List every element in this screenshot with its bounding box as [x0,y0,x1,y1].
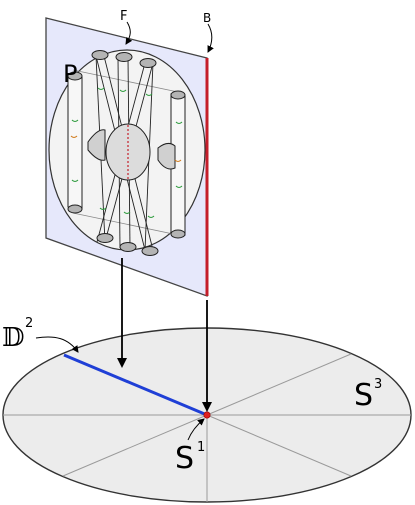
outer-cylinders [67,71,186,239]
projection-arrows [117,258,212,412]
b-pointer-arrow [207,23,214,53]
label-s1: S [175,441,194,476]
disk-center-s1 [203,411,211,419]
label-d2-exp: 2 [25,316,33,331]
top-caps [91,50,157,68]
d2-pointer-arrow [35,336,79,353]
label-s1-exp: 1 [197,440,205,455]
disk-d2 [2,327,412,503]
f-pointer-arrow [125,21,133,45]
disk-radius-blue [63,353,208,417]
label-s3: S [354,378,373,413]
bottom-caps [96,233,159,256]
label-f: F [120,9,127,24]
green-markings [71,87,183,218]
page-guide-lines [72,69,179,236]
label-b: B [203,11,211,25]
orange-markings [70,135,182,162]
page-p [45,17,209,297]
disk-radial-lines [3,329,411,502]
label-s3-exp: 3 [374,377,382,392]
s1-pointer-arrow [187,418,205,441]
central-disk [87,123,176,181]
label-d2: 𝔻 [2,323,25,353]
label-p: P [63,60,77,88]
